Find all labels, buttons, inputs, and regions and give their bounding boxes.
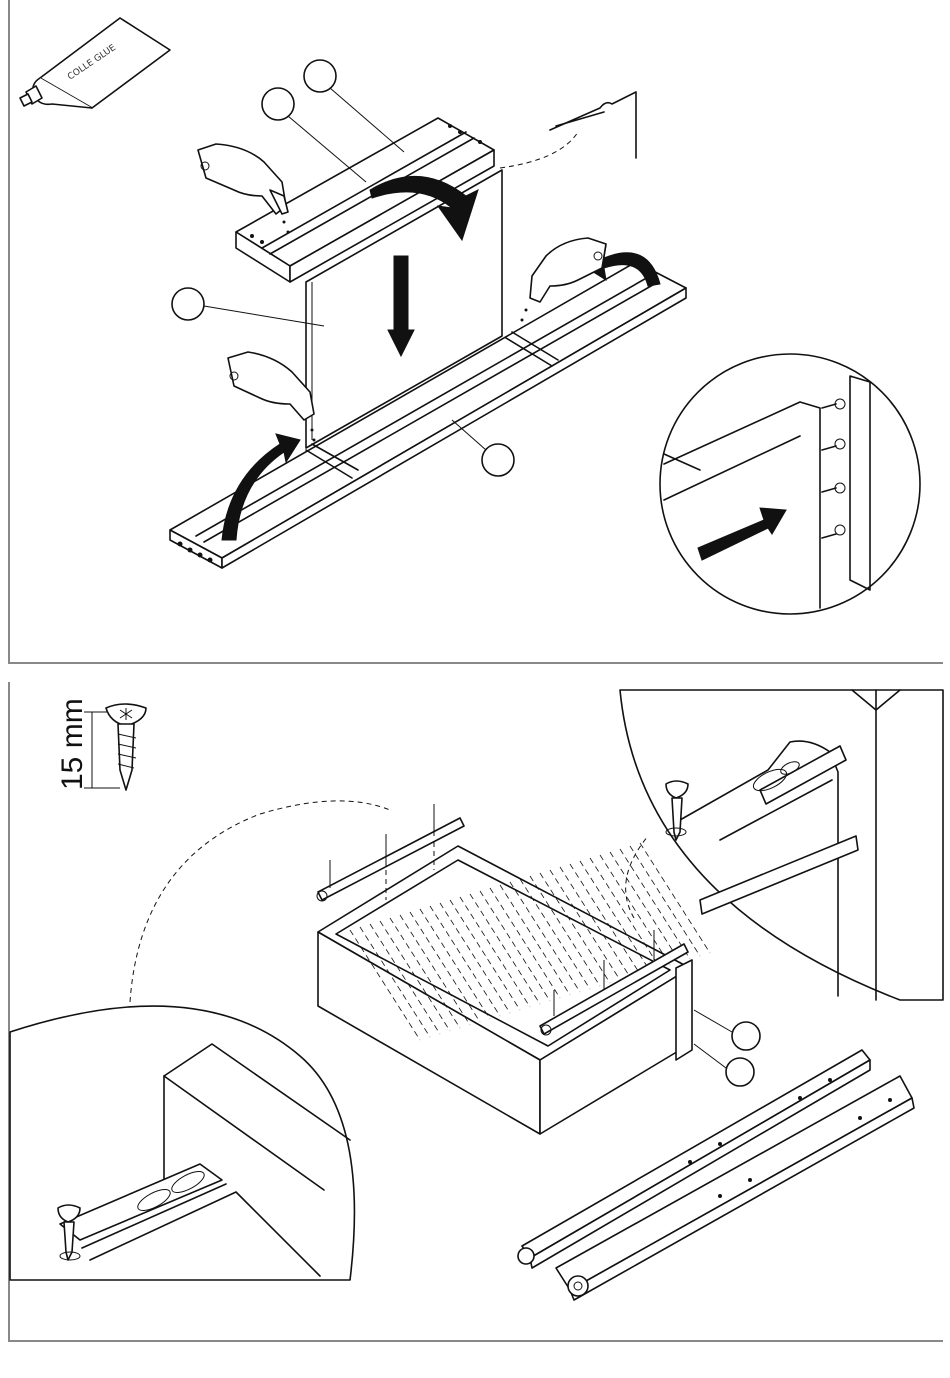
detail-magnifier xyxy=(660,354,920,614)
detail-link-line xyxy=(626,836,648,918)
drawer-box xyxy=(318,843,710,1134)
callout-marker xyxy=(172,288,324,326)
cabinet-runner-part xyxy=(556,1076,914,1300)
callout-marker xyxy=(452,420,514,476)
glue-tube-icon: COLLE GLUE xyxy=(20,18,170,108)
callout-marker xyxy=(304,60,404,152)
cabinet-outline xyxy=(500,92,636,168)
detail-magnifier xyxy=(10,1006,354,1280)
screw-spec-icon: 15 mm xyxy=(56,698,146,790)
hatch-line xyxy=(630,846,700,956)
hand-glue-icon xyxy=(228,352,316,442)
callout-marker xyxy=(694,1010,760,1050)
